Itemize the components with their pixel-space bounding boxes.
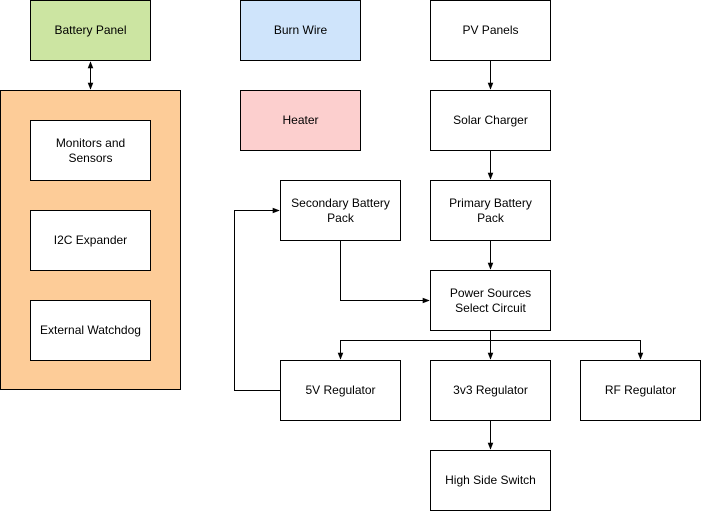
monitors-sensors-block: Monitors and Sensors — [30, 120, 151, 181]
high-side-switch-block: High Side Switch — [430, 450, 551, 511]
select-to-rf-arrow — [490, 340, 644, 360]
regulator-3v3-block: 3v3 Regulator — [430, 360, 551, 421]
battery-panel-block: Battery Panel — [30, 0, 151, 61]
secondary-battery-pack-block: Secondary Battery Pack — [280, 180, 401, 241]
power-sources-select-block: Power Sources Select Circuit — [430, 270, 551, 331]
5v-to-secondary-arrow — [234, 207, 280, 391]
external-watchdog-block: External Watchdog — [30, 300, 151, 361]
i2c-expander-block: I2C Expander — [30, 210, 151, 271]
heater-block: Heater — [240, 90, 361, 151]
select-to-5v-arrow — [337, 340, 491, 360]
regulator-5v-block: 5V Regulator — [280, 360, 401, 421]
burn-wire-block: Burn Wire — [240, 0, 361, 61]
secondary-to-select-arrow — [340, 241, 430, 304]
regulator-rf-block: RF Regulator — [580, 360, 701, 421]
solar-charger-block: Solar Charger — [430, 90, 551, 151]
primary-battery-pack-block: Primary Battery Pack — [430, 180, 551, 241]
pv-panels-block: PV Panels — [430, 0, 551, 61]
